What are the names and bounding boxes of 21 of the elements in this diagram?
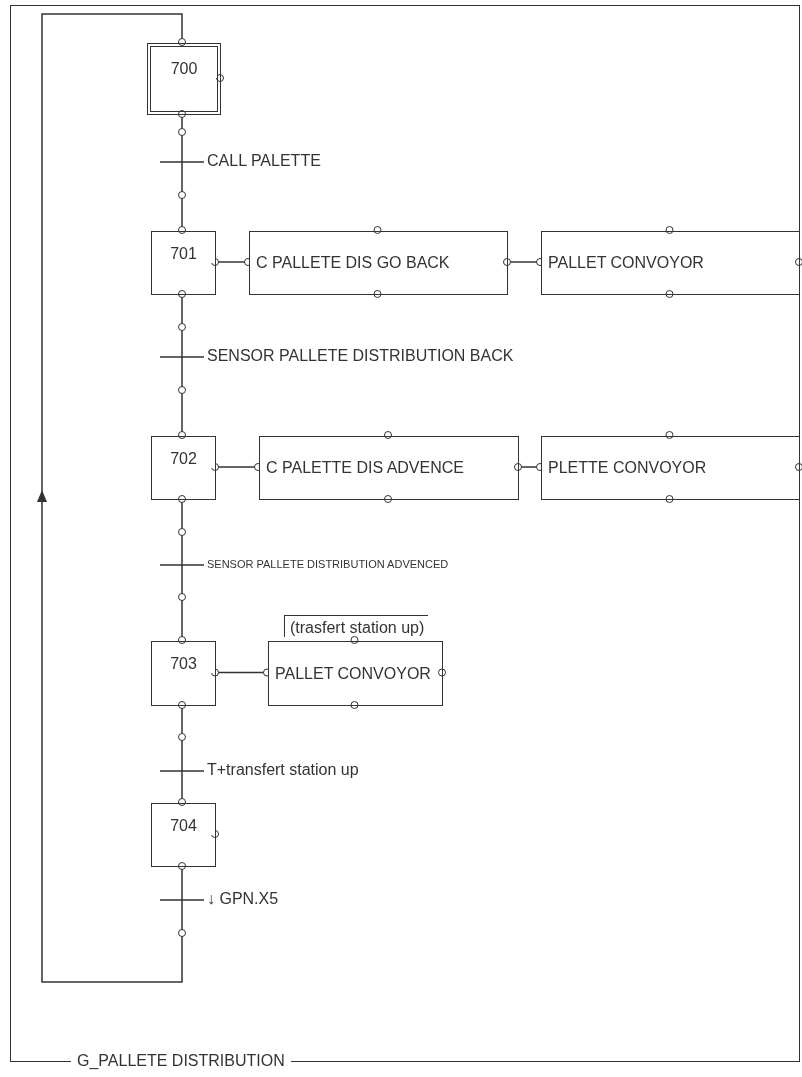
step-box — [151, 231, 216, 295]
transition-line — [159, 701, 205, 806]
transition-line — [159, 110, 205, 234]
step-box — [151, 436, 216, 500]
action-box — [541, 231, 800, 295]
transition-condition: ↓ GPN.X5 — [207, 890, 279, 908]
step-box — [151, 803, 216, 867]
step-box — [151, 641, 216, 706]
grafcet-title: G_PALLETE DISTRIBUTION — [71, 1052, 291, 1070]
transition-line — [159, 290, 205, 439]
negated-condition: (trasfert station up) — [284, 615, 429, 637]
action-box — [249, 231, 508, 295]
transition-condition: SENSOR PALLETE DISTRIBUTION ADVENCED — [207, 557, 449, 572]
action-box — [541, 436, 800, 500]
transition-condition: CALL PALETTE — [207, 152, 321, 170]
loop-back-arrow — [37, 13, 205, 983]
action-box — [259, 436, 519, 500]
transition-condition: SENSOR PALLETE DISTRIBUTION BACK — [207, 347, 514, 365]
transition-line — [159, 495, 205, 644]
initial-step-box — [147, 43, 221, 115]
transition-condition: T+transfert station up — [207, 761, 359, 779]
